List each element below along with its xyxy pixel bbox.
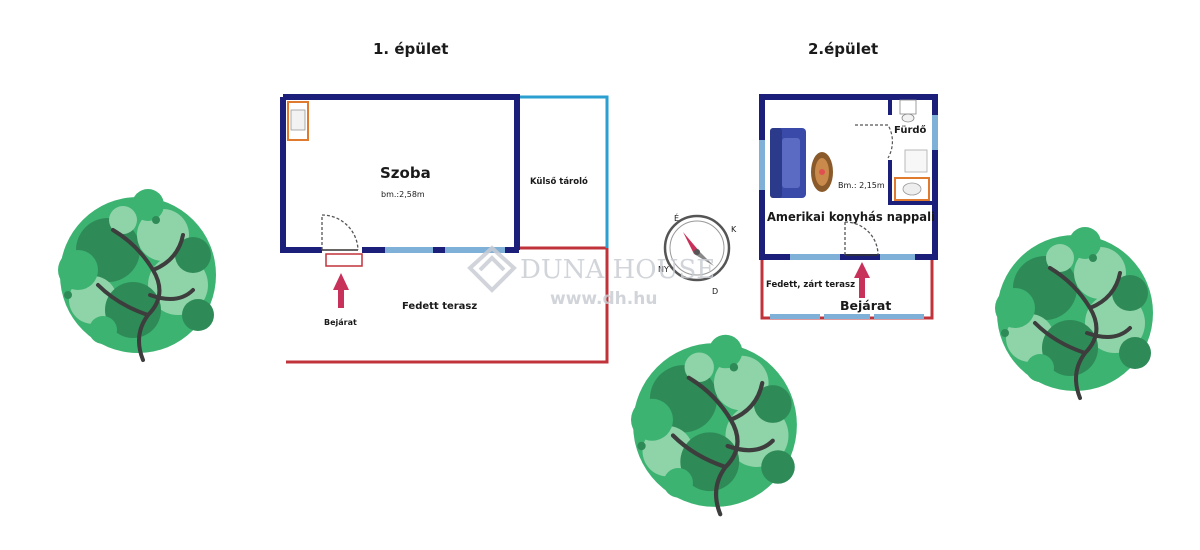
building2-table (811, 152, 833, 192)
building2-shower (904, 149, 928, 173)
compass-letter-east: K (731, 225, 737, 234)
building1-door (321, 214, 359, 251)
building1-door-mat (325, 253, 363, 267)
building2-entrance-arrow (854, 262, 870, 298)
building2-living-area: Bm.: 2,15m (838, 181, 885, 190)
building1-room-walls (280, 94, 520, 253)
duna-house-logo-icon (467, 245, 517, 293)
building1-room-area: bm.:2,58m (381, 190, 425, 199)
building1-window (385, 247, 433, 253)
tree-left (56, 187, 218, 362)
building1-title: 1. épület (373, 40, 448, 58)
compass: É K D NY (658, 212, 737, 296)
building2-walls (759, 94, 938, 260)
compass-letter-west: NY (658, 265, 669, 274)
building2-door (844, 221, 879, 256)
building1-storage-outline (517, 95, 609, 248)
building2-title: 2.épület (808, 40, 878, 58)
building1-storage-label: Külső tároló (530, 176, 588, 187)
building2-living-label: Amerikai konyhás nappali (767, 209, 935, 224)
building2-entrance-label: Bejárat (840, 298, 891, 313)
compass-letter-south: D (712, 287, 718, 296)
building2-terrace-label: Fedett, zárt terasz (766, 280, 855, 290)
building2-bathroom-label: Fürdő (894, 124, 927, 136)
building-2 (759, 94, 938, 320)
watermark-url: www.dh.hu (550, 289, 657, 309)
watermark: DUNA HOUSE www.dh.hu (467, 245, 715, 309)
building1-entrance-label: Bejárat (324, 318, 357, 327)
building1-terrace-outline (286, 246, 609, 364)
building2-sofa (770, 128, 806, 198)
building1-entrance-arrow (333, 273, 349, 308)
building1-window (445, 247, 505, 253)
building-1 (280, 94, 609, 364)
building1-terrace-label: Fedett terasz (402, 301, 477, 312)
tree-center (631, 335, 797, 515)
tree-right (993, 225, 1155, 400)
building2-toilet (899, 99, 917, 115)
building1-room-label: Szoba (380, 164, 431, 182)
compass-letter-north: É (674, 212, 679, 223)
watermark-brand: DUNA HOUSE (520, 255, 715, 285)
